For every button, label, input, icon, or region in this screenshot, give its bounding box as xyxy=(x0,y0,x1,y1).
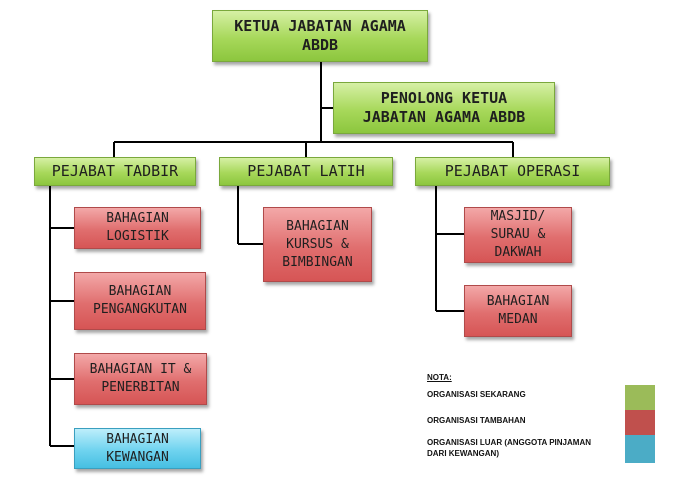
legend-swatch-tambahan xyxy=(625,410,655,435)
legend-label-sekarang: ORGANISASI SEKARANG xyxy=(427,390,526,399)
node-bahagian-logistik: BAHAGIAN LOGISTIK xyxy=(74,207,201,249)
legend-title: NOTA: xyxy=(427,373,452,382)
node-pejabat-operasi: PEJABAT OPERASI xyxy=(415,157,610,186)
node-pejabat-tadbir: PEJABAT TADBIR xyxy=(34,157,196,186)
node-bahagian-kewangan: BAHAGIAN KEWANGAN xyxy=(74,428,201,469)
node-masjid-surau-dakwah: MASJID/ SURAU & DAKWAH xyxy=(464,207,572,263)
legend-label-tambahan: ORGANISASI TAMBAHAN xyxy=(427,416,526,425)
legend-swatch-luar xyxy=(625,435,655,463)
node-bahagian-medan: BAHAGIAN MEDAN xyxy=(464,285,572,337)
legend-label-luar: ORGANISASI LUAR (ANGGOTA PINJAMAN DARI K… xyxy=(427,438,591,458)
node-bahagian-pengangkutan: BAHAGIAN PENGANGKUTAN xyxy=(74,272,206,330)
node-pejabat-latih: PEJABAT LATIH xyxy=(219,157,393,186)
node-bahagian-it-penerbitan: BAHAGIAN IT & PENERBITAN xyxy=(74,353,207,405)
node-bahagian-kursus: BAHAGIAN KURSUS & BIMBINGAN xyxy=(263,207,372,282)
legend-swatch-sekarang xyxy=(625,385,655,410)
node-ketua-jabatan: KETUA JABATAN AGAMA ABDB xyxy=(212,10,428,62)
node-penolong-ketua: PENOLONG KETUA JABATAN AGAMA ABDB xyxy=(333,82,555,134)
